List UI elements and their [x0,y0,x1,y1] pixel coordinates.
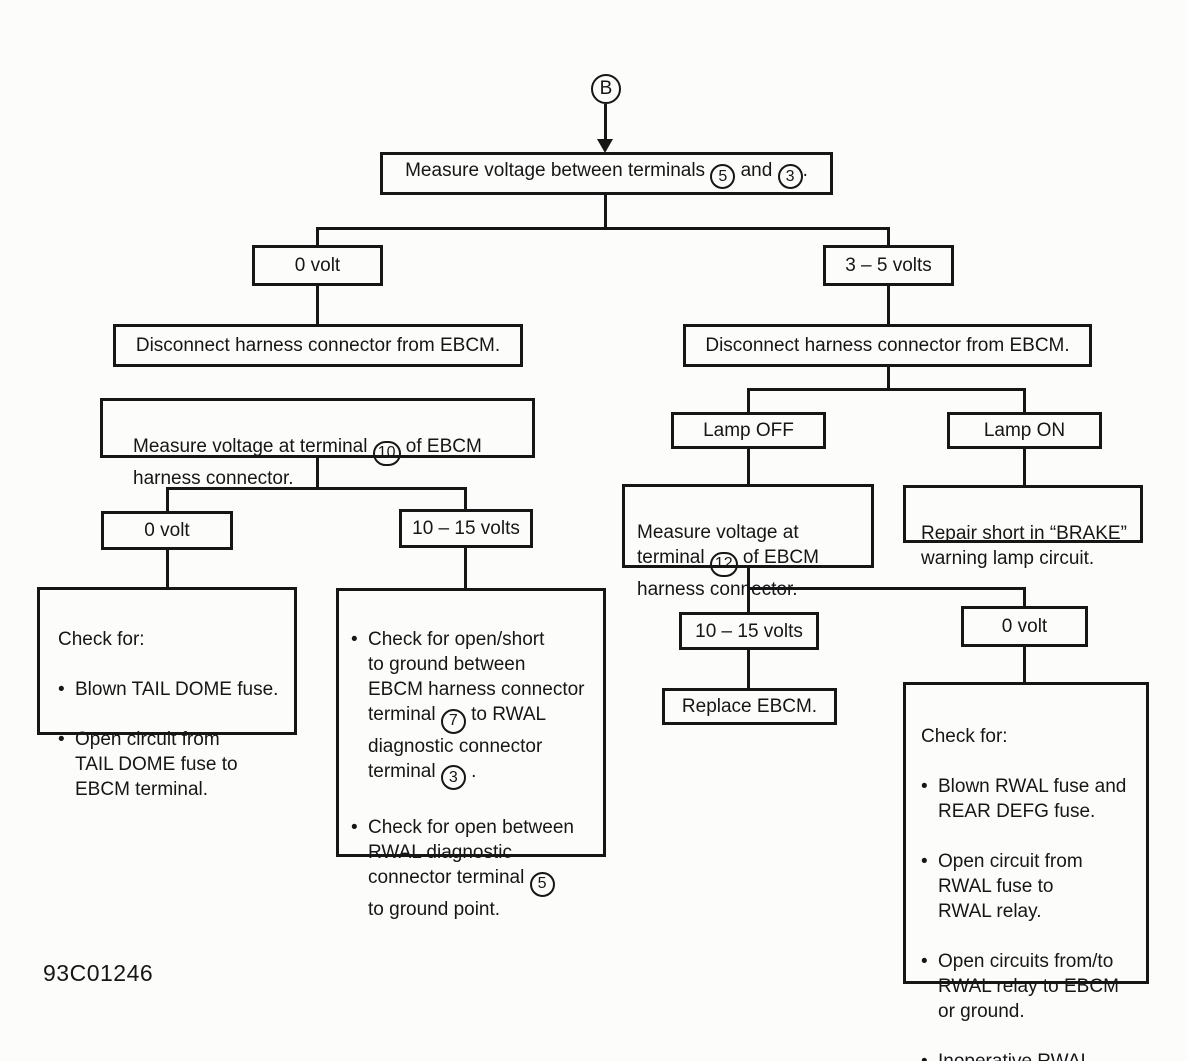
check-item: Open circuit from RWAL fuse to RWAL rela… [921,849,1136,924]
node-replace-ebcm: Replace EBCM. [662,688,837,725]
node-text: Lamp ON [983,420,1066,441]
node-lamp-off: Lamp OFF [671,412,826,449]
connector-line [1023,449,1026,485]
connector-line [747,650,750,688]
node-3-5-volts: 3 – 5 volts [823,245,954,286]
bullet-icon [921,1049,938,1061]
terminal-circle-7: 7 [440,708,466,734]
node-text: 3 – 5 volts [845,255,932,276]
connector-line [747,388,1026,391]
connector-line [166,487,169,512]
entry-connector-label: B [599,78,613,99]
terminal-circle-3b: 3 [440,765,466,790]
connector-line [1023,587,1026,606]
node-text: 0 volt [144,520,190,541]
arrow-head-icon [597,139,613,153]
check-item: Inoperative RWAL relay. [921,1049,1136,1061]
node-0-volt-mid: 0 volt [101,511,233,550]
node-check-rwal: Check for: Blown RWAL fuse and REAR DEFG… [903,682,1149,1061]
node-disconnect-harness-right: Disconnect harness connector from EBCM. [683,324,1092,367]
connector-line [887,286,890,324]
node-10-15-volts-right: 10 – 15 volts [679,612,819,650]
check-item: Check for open between RWAL diagnostic c… [351,815,593,922]
bullet-icon [58,677,75,702]
node-text: 10 – 15 volts [412,518,520,539]
terminal-circle-5: 5 [710,164,736,190]
bullet-icon [351,627,368,652]
connector-line [747,449,750,484]
connector-line [464,548,467,588]
connector-line [747,587,750,612]
bullet-icon [58,727,75,752]
node-repair-short-brake: Repair short in “BRAKE” warning lamp cir… [903,485,1143,569]
check-item: Blown TAIL DOME fuse. [58,677,284,702]
node-0-volt-right: 0 volt [961,606,1088,647]
connector-line [464,487,467,510]
check-item: Open circuits from/to RWAL relay to EBCM… [921,949,1136,1024]
terminal-circle-3: 3 [777,164,803,190]
node-text: Disconnect harness connector from EBCM. [135,335,501,356]
connector-line [166,550,169,587]
check-title: Check for: [58,629,145,650]
bullet-icon [921,949,938,974]
bullet-icon [921,849,938,874]
figure-id: 93C01246 [43,960,154,986]
node-measure-terminal-12: Measure voltage at terminal 12 of EBCM h… [622,484,874,600]
connector-line [316,227,319,246]
arrow-stem [604,104,607,144]
connector-line [747,388,750,412]
node-text: Measure voltage between terminals 5 and … [405,158,808,190]
connector-line [747,587,1026,590]
check-title: Check for: [921,726,1008,747]
check-item: Blown RWAL fuse and REAR DEFG fuse. [921,774,1136,824]
connector-line [1023,388,1026,412]
node-10-15-volts-left: 10 – 15 volts [399,509,533,548]
node-text: 0 volt [294,255,341,276]
connector-line [166,487,467,490]
node-0-volt-left: 0 volt [252,245,383,286]
connector-line [887,227,890,246]
connector-line [604,195,607,227]
terminal-circle-5b: 5 [529,871,555,897]
node-measure-voltage-terminals: Measure voltage between terminals 5 and … [380,152,833,195]
connector-line [316,458,319,487]
bullet-icon [351,815,368,840]
node-lamp-on: Lamp ON [947,412,1102,449]
connector-line [887,367,890,388]
node-text: 0 volt [1001,616,1048,637]
node-check-tail-dome: Check for: Blown TAIL DOME fuse. Open ci… [37,587,297,800]
bullet-icon [921,774,938,799]
node-text: 10 – 15 volts [695,620,803,642]
node-text: Lamp OFF [703,420,794,441]
node-text: Disconnect harness connector from EBCM. [705,335,1070,356]
node-measure-terminal-10: Measure voltage at terminal 10 of EBCM h… [100,398,535,489]
connector-line [747,568,750,587]
terminal-circle-10: 10 [372,440,401,466]
connector-line [1023,647,1026,682]
node-text: Replace EBCM. [681,696,818,717]
entry-connector-circle: B [591,74,621,104]
node-disconnect-harness-left: Disconnect harness connector from EBCM. [113,324,523,367]
terminal-circle-12: 12 [709,551,738,577]
connector-line [316,286,319,324]
node-check-open-short: Check for open/short to ground between E… [336,588,606,920]
check-item: Check for open/short to ground between E… [351,627,593,790]
check-item: Open circuit from TAIL DOME fuse to EBCM… [58,727,284,802]
connector-line [316,227,890,230]
